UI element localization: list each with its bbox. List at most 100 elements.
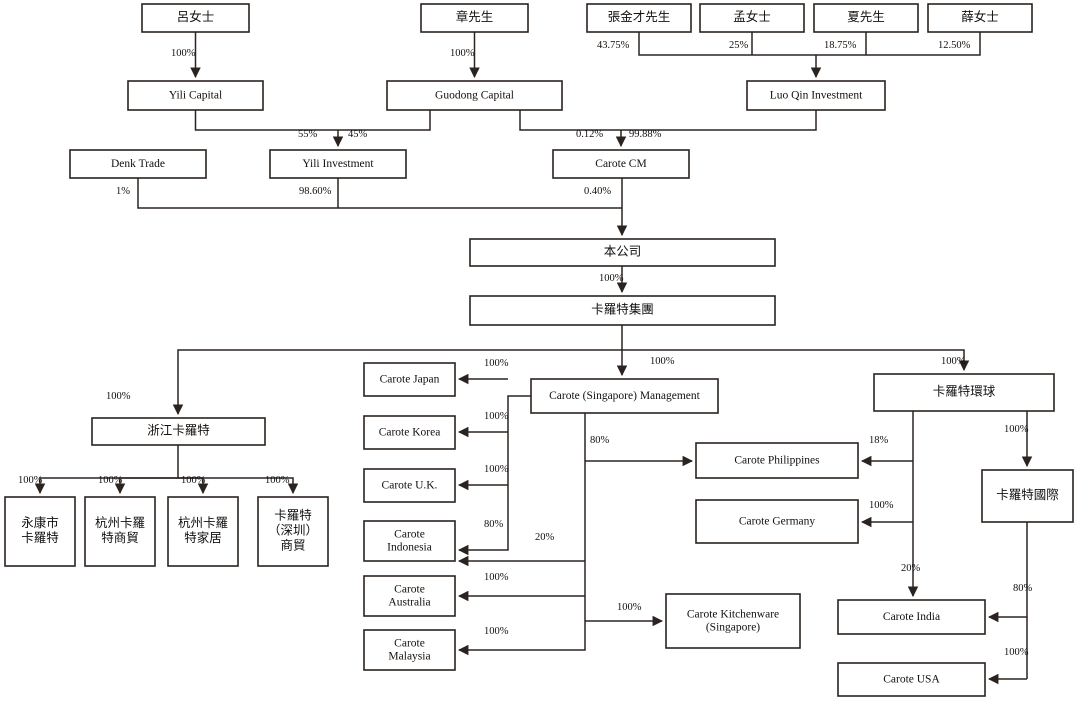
node-label-cjp: Carote Japan: [380, 373, 440, 385]
node-label-cph: Carote Philippines: [734, 454, 820, 466]
node-label-carote_cm: Carote CM: [595, 158, 646, 170]
node-box-cus: [837, 662, 986, 697]
node-cus: Carote USA: [837, 662, 986, 697]
percent-label-p-csm-ph: 80%: [590, 435, 610, 446]
node-label-xue: 薛女士: [961, 9, 999, 24]
node-box-luoqin: [746, 80, 886, 111]
node-box-hangzhou_hm: [167, 496, 239, 567]
node-box-csm: [530, 378, 719, 414]
node-box-cid: [363, 520, 456, 562]
percent-label-p-intl-us: 100%: [1004, 647, 1029, 658]
node-box-cph: [695, 442, 859, 479]
percent-label-p-zj-b: 100%: [98, 475, 123, 486]
edge-guodong-to-yiliinv: [338, 110, 431, 131]
percent-label-p-grp-zj: 100%: [106, 391, 131, 402]
node-box-lu: [141, 3, 250, 33]
node-ckr: Carote Korea: [363, 415, 456, 450]
node-label-guodong: Guodong Capital: [435, 89, 514, 101]
node-cph: Carote Philippines: [695, 442, 859, 479]
node-label-xia: 夏先生: [847, 10, 885, 24]
edge-yilicapital-to-yiliinv: [194, 110, 338, 131]
node-label-cin: Carote India: [883, 611, 940, 623]
edge-group-to-zhejiang: [172, 325, 623, 416]
node-label-zhang_mr: 章先生: [456, 9, 494, 24]
node-company: 本公司: [469, 238, 776, 267]
percent-label-p-glb-de: 100%: [869, 500, 894, 511]
node-label-carote_group: 卡羅特集團: [591, 301, 654, 316]
node-label-global: 卡羅特環球: [933, 383, 996, 398]
node-box-denk: [69, 149, 207, 179]
node-box-cjp: [363, 362, 456, 397]
edge-zhejiang-to-hangzhou-shangmao: [114, 477, 178, 495]
node-box-cuk: [363, 468, 456, 503]
node-box-yili_capital: [127, 80, 264, 111]
percent-label-p-xue-luoqin: 12.50%: [938, 40, 971, 51]
node-box-yili_inv: [269, 149, 407, 179]
node-carote_cm: Carote CM: [552, 149, 690, 179]
percent-label-p-gd-yi: 45%: [348, 129, 368, 140]
node-label-csm: Carote (Singapore) Management: [549, 390, 701, 402]
edge-zhejiang-to-shenzhen: [178, 477, 299, 495]
percent-label-p-zjc-luoqin: 43.75%: [597, 40, 630, 51]
node-box-hangzhou_sm: [84, 496, 156, 567]
percent-label-p-yi-co: 98.60%: [299, 186, 332, 197]
edge-xue-to-luoqin: [816, 32, 981, 56]
percent-label-p-intl-in: 80%: [1013, 583, 1033, 594]
node-label-meng: 孟女士: [733, 9, 771, 24]
node-box-guodong: [386, 80, 563, 111]
node-label-ckw: Carote Kitchenware(Singapore): [687, 608, 779, 633]
node-box-cin: [837, 599, 986, 635]
node-label-yili_capital: Yili Capital: [169, 89, 222, 101]
percent-label-layer: 100%100%43.75%25%18.75%12.50%55%45%0.12%…: [18, 40, 1033, 658]
percent-label-p-csm-au: 100%: [484, 572, 509, 583]
node-box-yongkang: [4, 496, 76, 567]
node-label-denk: Denk Trade: [111, 158, 165, 170]
percent-label-p-csm-jp: 100%: [484, 358, 509, 369]
node-label-shenzhen: 卡羅特（深圳）商貿: [268, 507, 318, 552]
percent-label-p-csm-kr: 100%: [484, 411, 509, 422]
node-box-zhejiang: [91, 417, 266, 446]
percent-label-p-csm-id20: 20%: [535, 532, 555, 543]
edge-zhangjincai-to-luoqin: [638, 32, 816, 56]
edge-zhejiang-to-yongkang: [34, 445, 179, 495]
percent-label-p-zhang-guodong: 100%: [450, 48, 475, 59]
node-ckw: Carote Kitchenware(Singapore): [665, 593, 801, 649]
node-label-cuk: Carote U.K.: [382, 479, 438, 491]
node-layer: 呂女士 章先生 張金才先生 孟女士 夏先生 薛女士 Yili Capital Guodong …: [4, 3, 1074, 697]
percent-label-p-csm-id80: 80%: [484, 519, 504, 530]
node-zhejiang: 浙江卡羅特: [91, 417, 266, 446]
node-box-xia: [813, 3, 919, 33]
node-hangzhou_hm: 杭州卡羅特家居: [167, 496, 239, 567]
node-label-cde: Carote Germany: [739, 515, 816, 527]
percent-label-p-lq-cm: 99.88%: [629, 129, 662, 140]
node-label-hangzhou_hm: 杭州卡羅特家居: [178, 515, 228, 545]
edge-denk-to-company: [137, 178, 622, 209]
node-box-cau: [363, 575, 456, 617]
node-guodong: Guodong Capital: [386, 80, 563, 111]
node-cuk: Carote U.K.: [363, 468, 456, 503]
edge-intl-to-india: [987, 522, 1028, 623]
node-box-meng: [699, 3, 805, 33]
node-box-xue: [927, 3, 1033, 33]
node-label-lu: 呂女士: [177, 9, 215, 24]
node-label-yongkang: 永康市卡羅特: [21, 515, 59, 545]
node-zhang_mr: 章先生: [420, 3, 529, 33]
node-label-ckr: Carote Korea: [379, 426, 441, 438]
node-box-intl: [981, 469, 1074, 523]
node-yili_inv: Yili Investment: [269, 149, 407, 179]
node-meng: 孟女士: [699, 3, 805, 33]
node-label-hangzhou_sm: 杭州卡羅特商貿: [95, 515, 145, 545]
node-label-intl: 卡羅特國際: [996, 487, 1059, 502]
edge-luoqin-to-carotecm: [621, 110, 817, 131]
node-label-cus: Carote USA: [883, 673, 940, 685]
edge-csm-down-trunk: [457, 413, 586, 656]
node-box-cde: [695, 499, 859, 544]
percent-label-p-csm-my: 100%: [484, 626, 509, 637]
node-label-zhang_jincai: 張金才先生: [608, 9, 671, 24]
